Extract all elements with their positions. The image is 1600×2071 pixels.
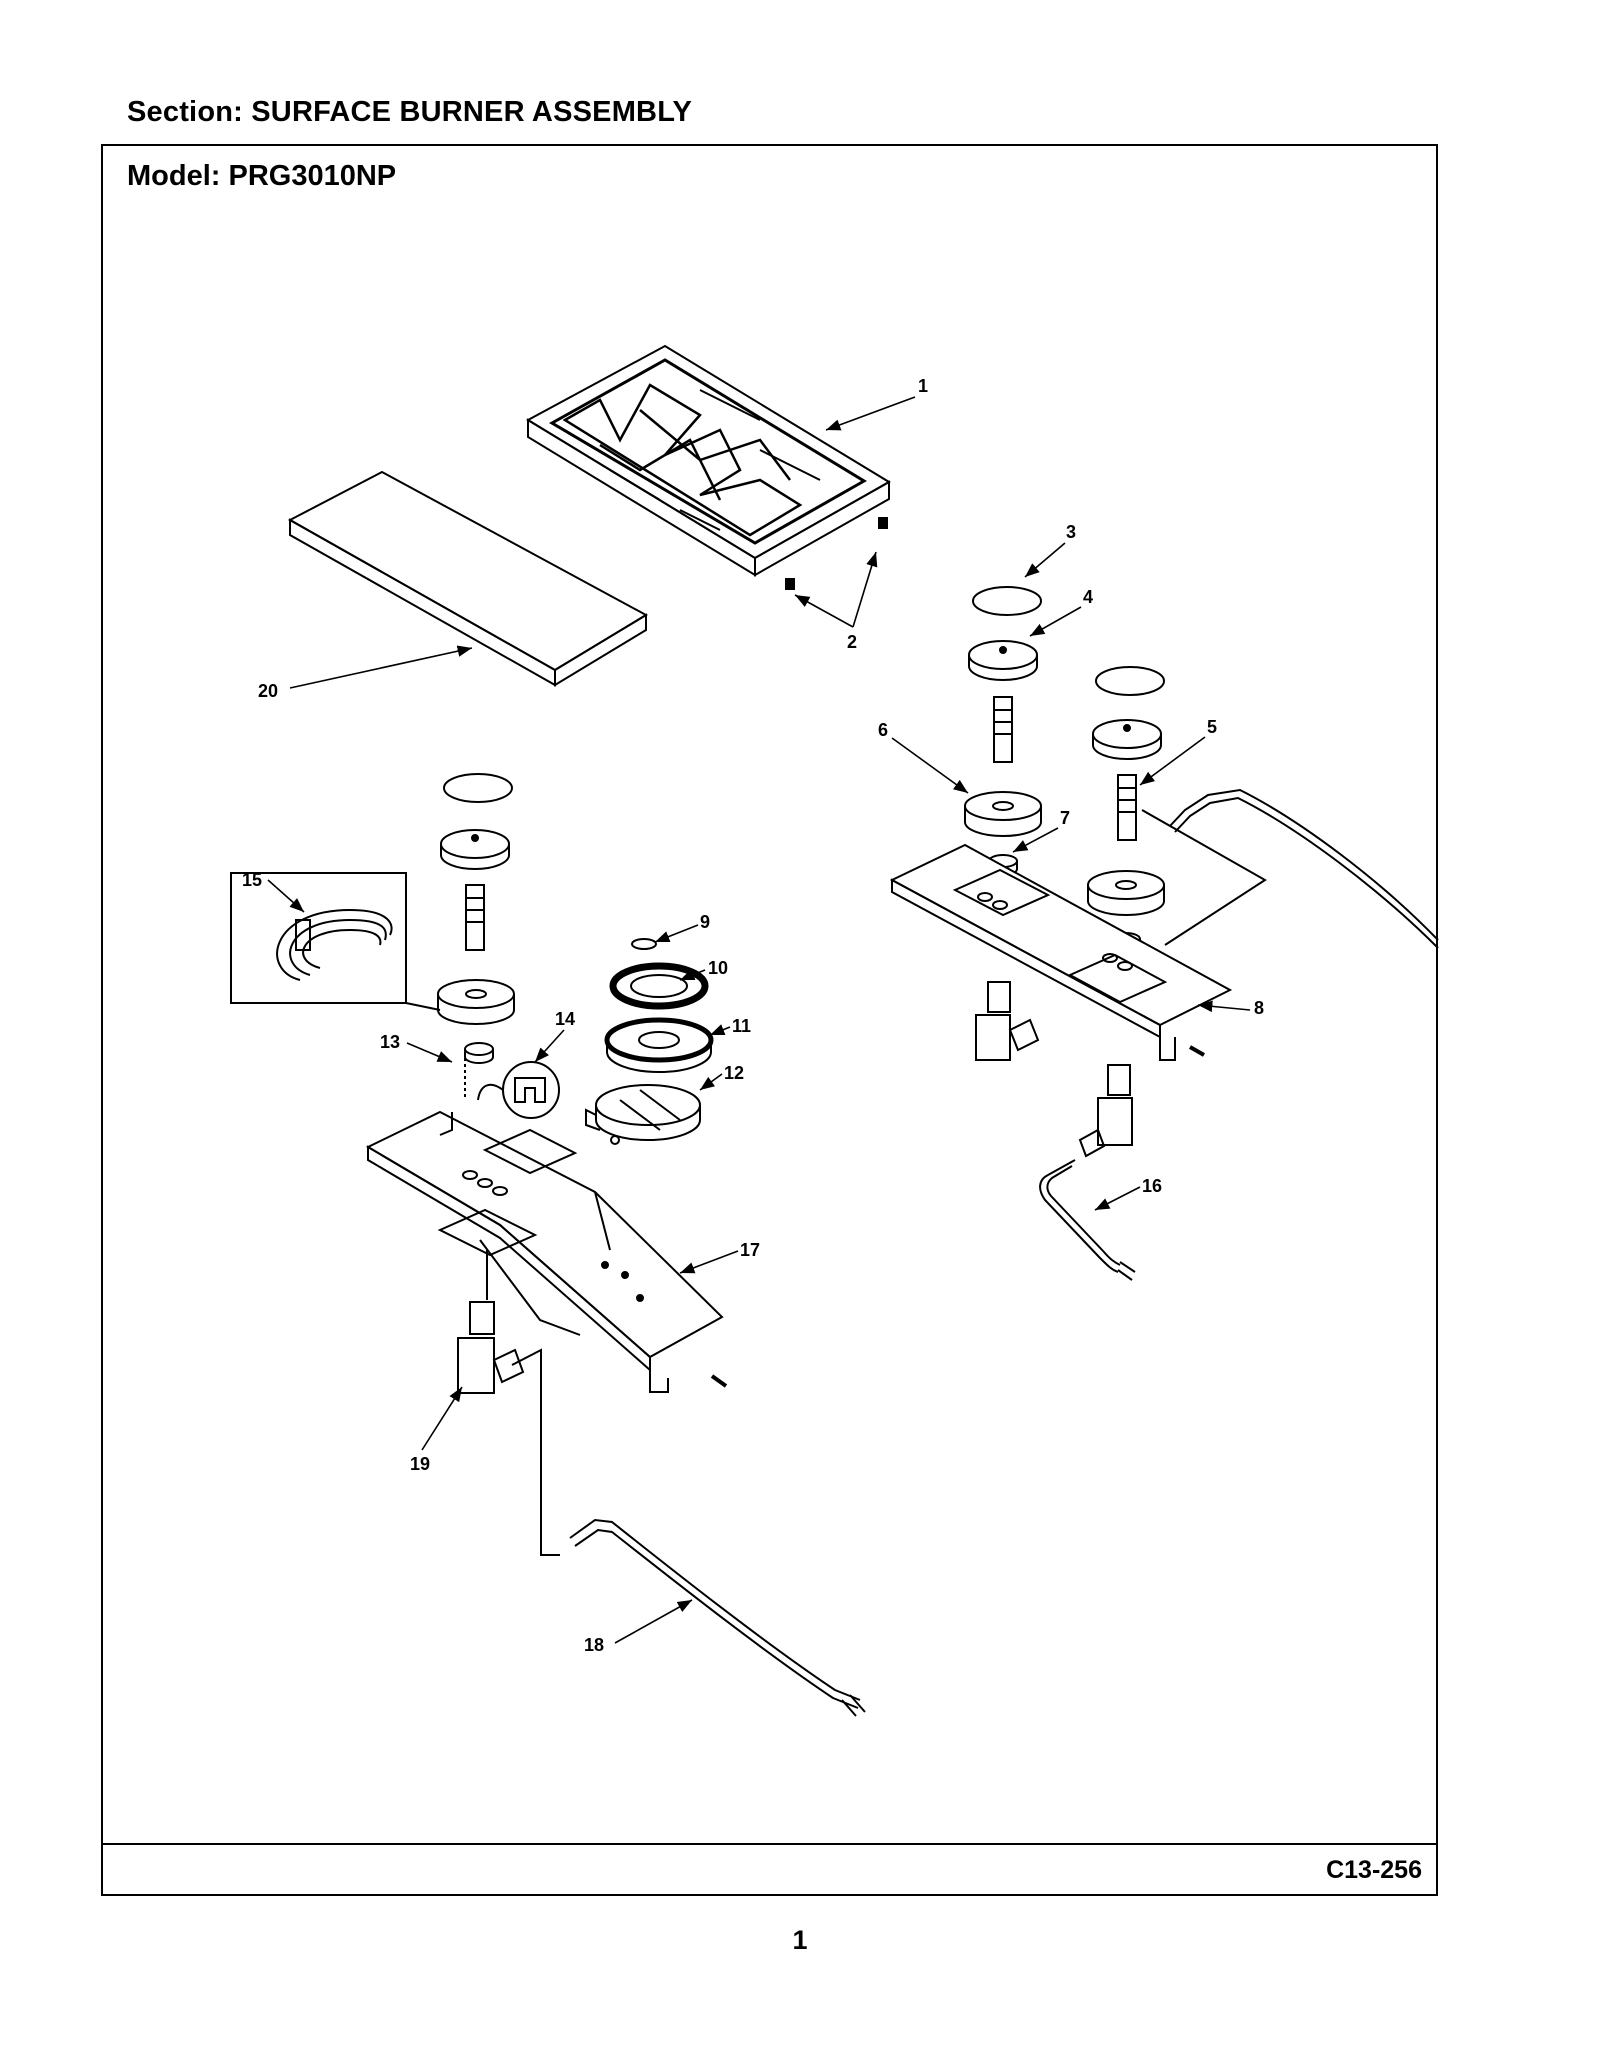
callout-16: 16 <box>1142 1176 1162 1196</box>
inset-box <box>230 872 441 1011</box>
callout-8: 8 <box>1254 998 1264 1018</box>
long-gas-tube <box>511 1348 866 1717</box>
model-title: Model: PRG3010NP <box>127 160 397 192</box>
right-burner-b <box>1087 666 1165 954</box>
left-burner-bracket <box>365 1110 728 1393</box>
short-gas-tube <box>1039 1159 1136 1281</box>
griddle-cover <box>287 470 649 687</box>
callout-17: 17 <box>740 1240 760 1260</box>
callout-3: 3 <box>1066 522 1076 542</box>
left-valve-fitting <box>457 1250 525 1394</box>
right-valve-fitting <box>975 981 1133 1158</box>
callout-20: 20 <box>258 681 278 701</box>
left-burner <box>437 773 515 1064</box>
leader-arrows <box>267 396 1251 1644</box>
callout-11: 11 <box>732 1016 751 1036</box>
page-number: 1 <box>792 1925 808 1955</box>
igniter-parts <box>464 1058 560 1119</box>
callout-4: 4 <box>1083 587 1093 607</box>
callout-7: 7 <box>1060 808 1070 828</box>
callout-15: 15 <box>242 870 262 890</box>
callout-12: 12 <box>724 1063 744 1083</box>
diagram-code: C13-256 <box>1326 1856 1422 1884</box>
section-title: Section: SURFACE BURNER ASSEMBLY <box>127 96 692 128</box>
callout-5: 5 <box>1207 717 1217 737</box>
callout-6: 6 <box>878 720 888 740</box>
callout-9: 9 <box>700 912 710 932</box>
callout-2: 2 <box>847 632 857 652</box>
diagram-frame <box>101 144 1438 1896</box>
callout-10: 10 <box>708 958 728 978</box>
griddle-burner-parts <box>585 938 714 1145</box>
callout-13: 13 <box>380 1032 400 1052</box>
callout-1: 1 <box>918 376 928 396</box>
callout-18: 18 <box>584 1635 604 1655</box>
footer-divider <box>101 1843 1438 1845</box>
right-burner-a <box>964 586 1042 876</box>
callout-14: 14 <box>555 1009 575 1029</box>
right-burner-bracket <box>889 843 1233 1061</box>
burner-grate <box>525 344 891 590</box>
right-gas-tube <box>1141 788 1439 949</box>
callout-labels: 1 2 3 4 5 6 7 8 9 10 11 12 13 14 15 16 1… <box>242 376 1264 1655</box>
callout-19: 19 <box>410 1454 430 1474</box>
